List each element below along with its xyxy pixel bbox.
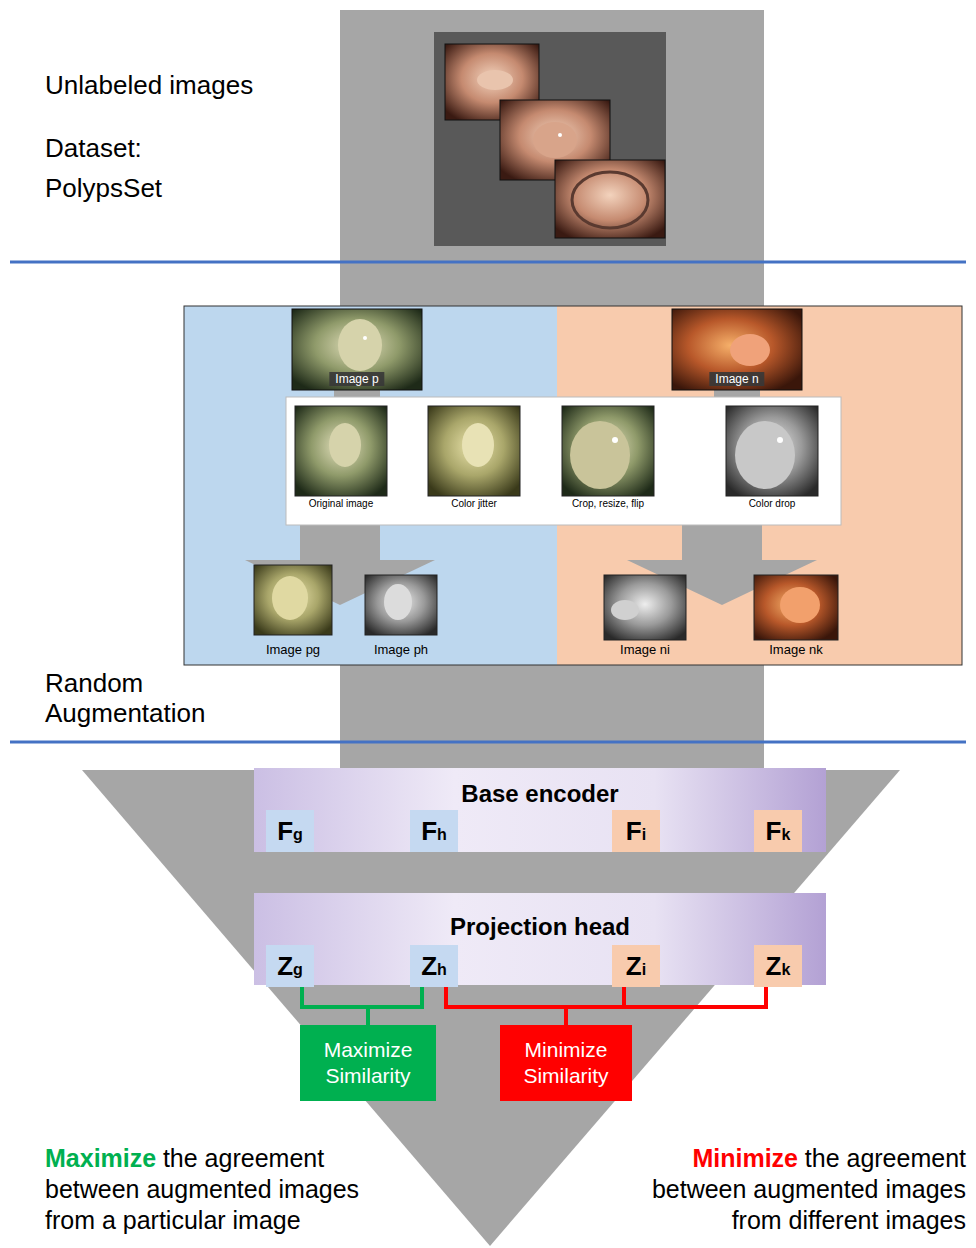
explanation-block: Minimizethe agreement between augmented … <box>626 1143 966 1236</box>
node-label: Zi <box>626 953 646 979</box>
image-caption: Original image <box>309 498 373 509</box>
similarity-box: Minimize Similarity <box>500 1025 632 1101</box>
image-caption: Image ph <box>374 642 428 657</box>
image-caption: Image ni <box>620 642 670 657</box>
endoscopy-image <box>735 421 795 489</box>
endoscopy-image <box>754 575 838 640</box>
endoscopy-image <box>462 423 494 467</box>
explanation-block: Maximizethe agreement between augmented … <box>45 1143 385 1236</box>
endoscopy-image <box>570 421 630 489</box>
node-label: Base encoder <box>254 780 826 808</box>
image-caption: Image nk <box>769 642 822 657</box>
endoscopy-image <box>445 44 665 238</box>
similarity-bracket <box>302 987 368 1025</box>
similarity-bracket <box>446 987 566 1025</box>
image-caption: Image pg <box>266 642 320 657</box>
node-label: Fi <box>626 818 646 844</box>
node-label: Fh <box>421 818 447 844</box>
endoscopy-image <box>295 406 818 496</box>
emphasis-word: Maximize <box>45 1144 156 1172</box>
node-label: Projection head <box>254 913 826 941</box>
endoscopy-image <box>604 575 686 640</box>
gray-flow-arrow <box>82 10 900 1246</box>
dataset-panel <box>434 32 666 246</box>
node-label: Fg <box>277 818 303 844</box>
augmentation-panel <box>184 306 557 665</box>
endoscopy-image <box>612 437 618 443</box>
endoscopy-image <box>533 122 577 158</box>
endoscopy-image <box>611 600 639 620</box>
endoscopy-image <box>777 437 783 443</box>
endoscopy-image <box>555 160 665 238</box>
feature-box: Fh <box>410 810 458 852</box>
node-label: Maximize Similarity <box>306 1037 430 1090</box>
endoscopy-image <box>329 423 361 467</box>
endoscopy-image <box>672 309 802 390</box>
image-caption: Color drop <box>749 498 796 509</box>
endoscopy-image <box>558 133 562 137</box>
node-label: Zg <box>277 953 303 979</box>
endoscopy-image <box>780 587 820 623</box>
section-divider <box>10 261 966 264</box>
panel-border <box>184 306 962 665</box>
feature-box: Fi <box>612 810 660 852</box>
endoscopy-image <box>292 309 802 390</box>
augmentation-panel <box>557 306 962 665</box>
augmentation-strip <box>286 397 841 525</box>
endoscopy-image <box>477 70 513 90</box>
node-label: Zh <box>421 953 447 979</box>
image-caption: Color jitter <box>451 498 497 509</box>
similarity-bracket <box>566 987 766 1025</box>
image-tag: Image p <box>329 372 384 386</box>
section-label: Unlabeled images <box>45 70 253 101</box>
node-label: Zk <box>766 953 791 979</box>
endoscopy-image <box>726 406 818 496</box>
endoscopy-image <box>384 584 412 620</box>
endoscopy-image <box>572 172 648 228</box>
endoscopy-image <box>272 576 308 620</box>
endoscopy-image <box>254 565 838 640</box>
node-label: Fk <box>766 818 791 844</box>
node-label: Minimize Similarity <box>506 1037 626 1090</box>
projection-box: Zk <box>754 945 802 987</box>
image-tag: Image n <box>709 372 764 386</box>
section-label: Dataset: PolypsSet <box>45 128 195 208</box>
endoscopy-image <box>562 406 654 496</box>
projection-box: Zi <box>612 945 660 987</box>
endoscopy-image <box>365 575 437 635</box>
projection-band: Projection headZg Zh Zi Zk <box>254 893 826 985</box>
image-caption: Crop, resize, flip <box>572 498 644 509</box>
similarity-bracket <box>368 987 422 1025</box>
endoscopy-image <box>428 406 520 496</box>
endoscopy-image <box>292 309 422 390</box>
feature-box: Fk <box>754 810 802 852</box>
endoscopy-image <box>338 319 382 371</box>
section-divider <box>10 741 966 744</box>
endoscopy-image <box>254 565 332 635</box>
projection-box: Zg <box>266 945 314 987</box>
endoscopy-image <box>363 336 367 340</box>
emphasis-word: Minimize <box>692 1144 798 1172</box>
encoder-band: Base encoderFg Fh Fi Fk <box>254 768 826 852</box>
projection-box: Zh <box>410 945 458 987</box>
endoscopy-image <box>730 334 770 366</box>
section-label: Random Augmentation <box>45 668 225 728</box>
endoscopy-image <box>295 406 387 496</box>
similarity-box: Maximize Similarity <box>300 1025 436 1101</box>
feature-box: Fg <box>266 810 314 852</box>
